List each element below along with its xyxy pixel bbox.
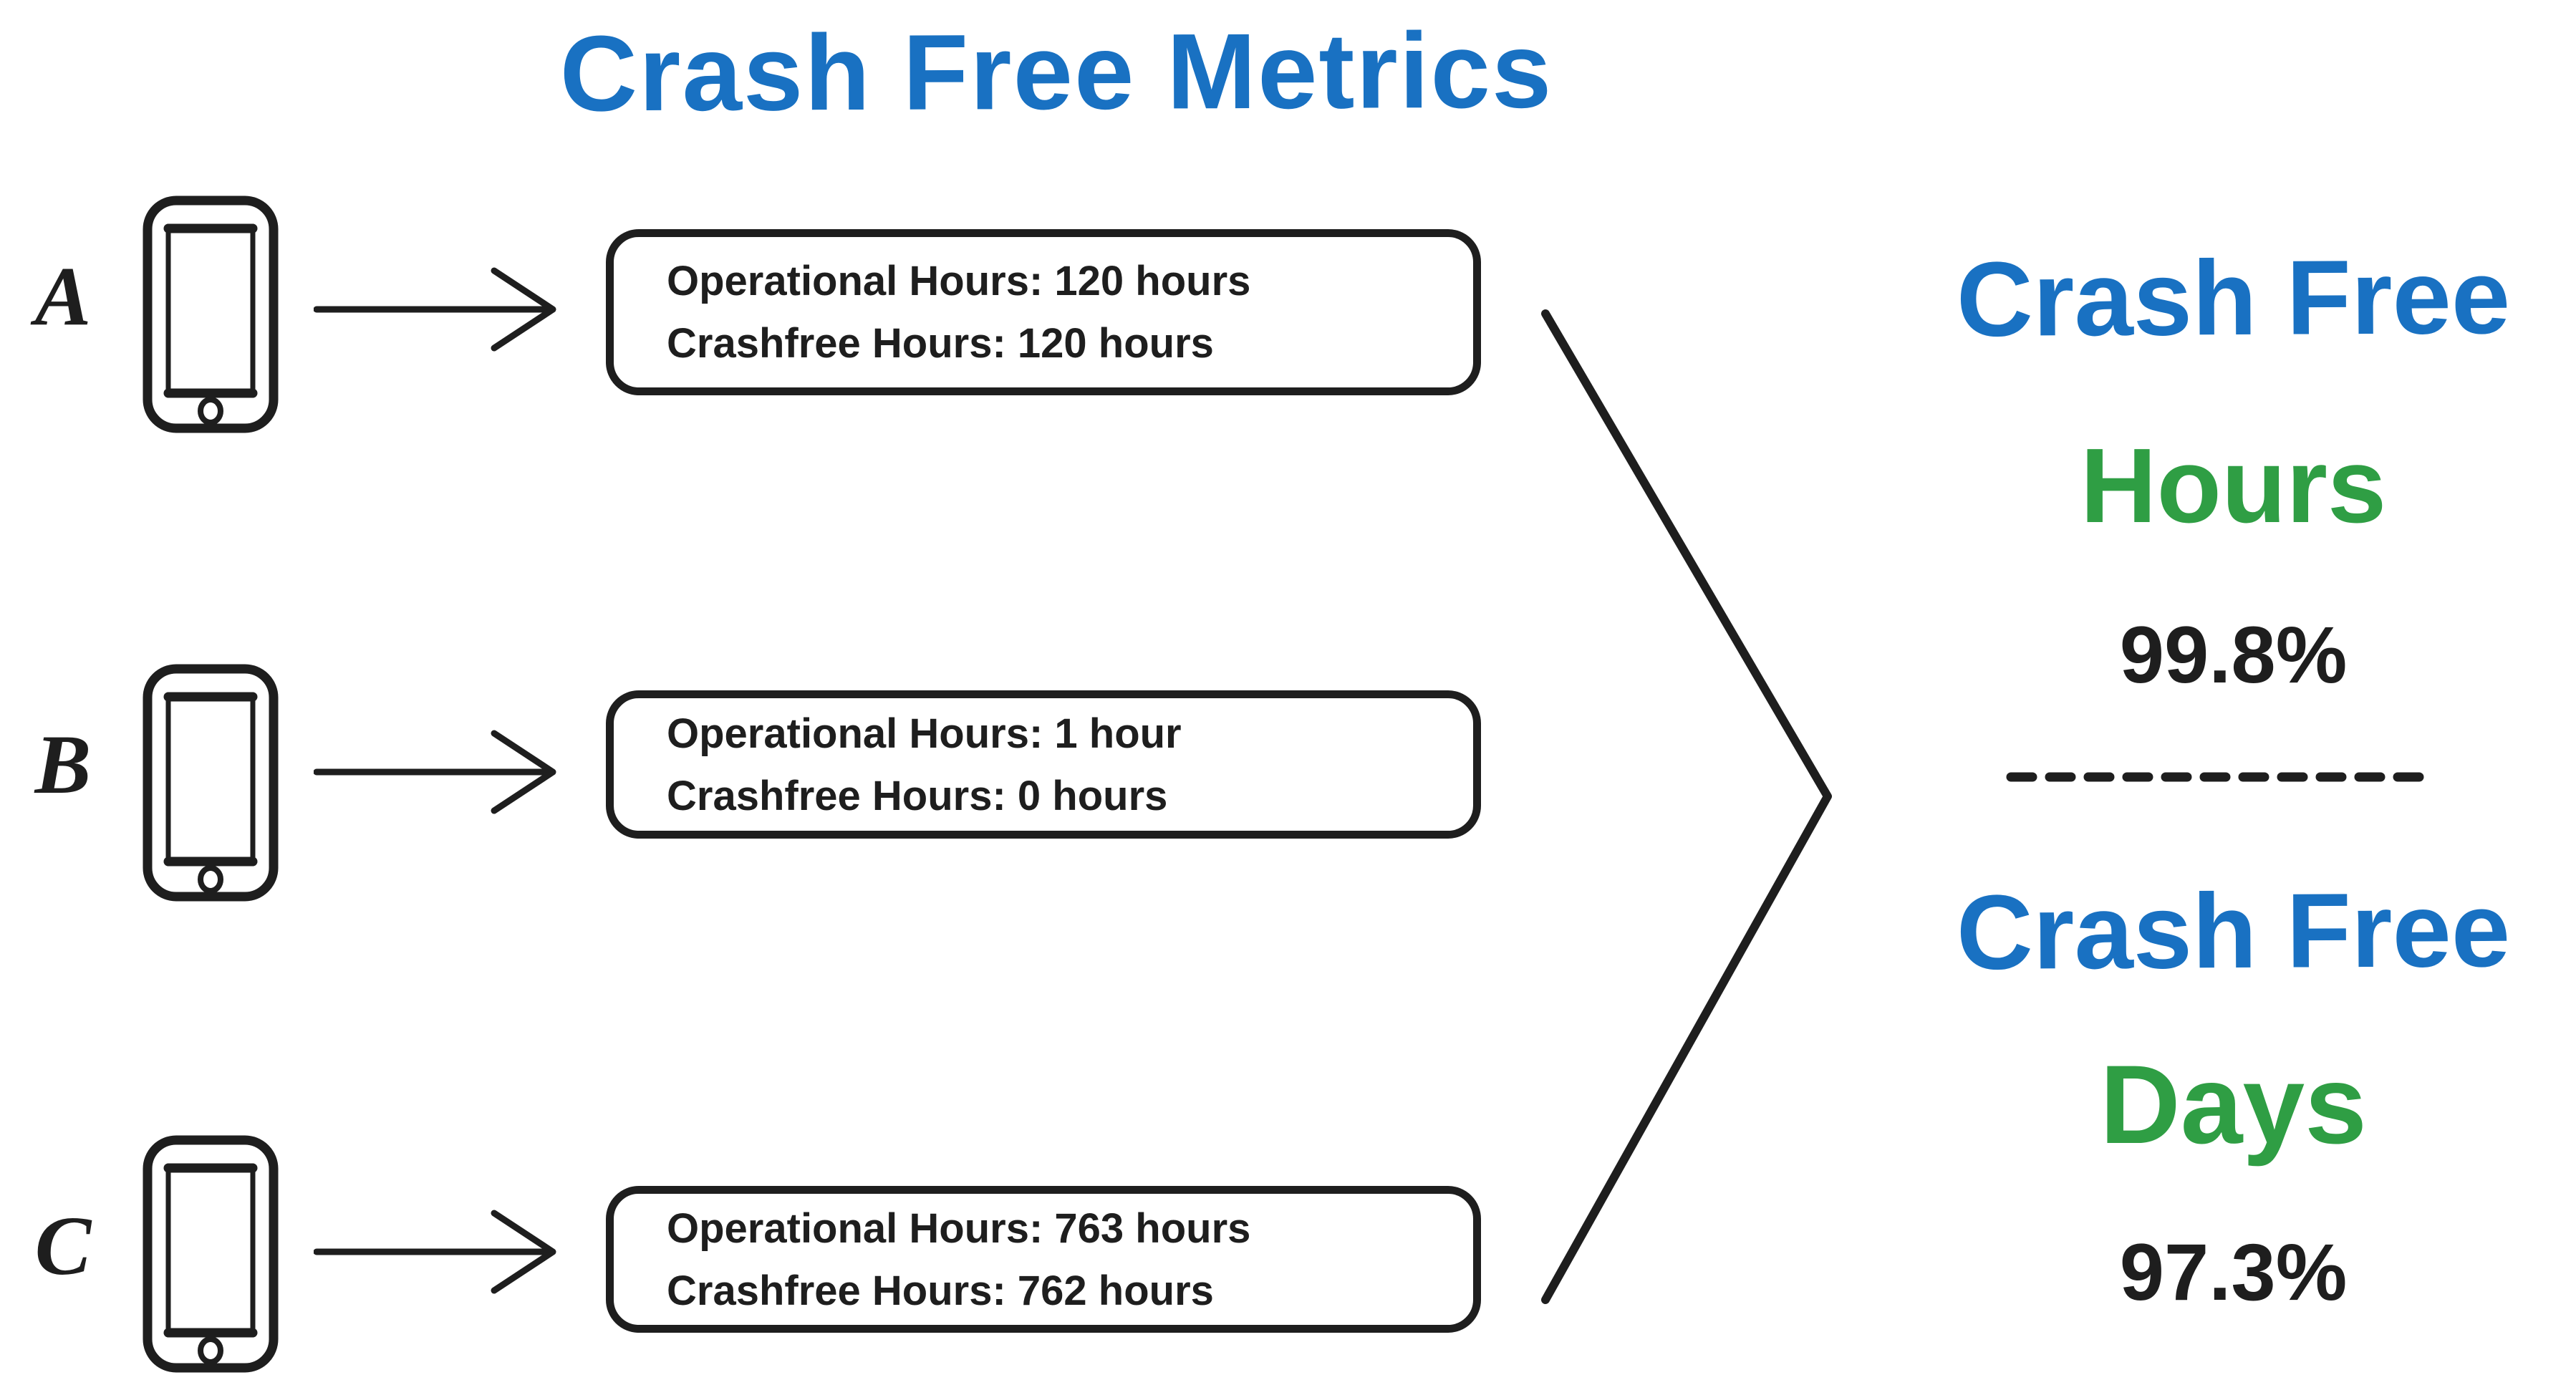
crash-free-days-unit: Days <box>2100 1043 2367 1167</box>
smartphone-icon <box>143 1135 279 1373</box>
operational-hours-text: Operational Hours: 120 hours <box>667 258 1251 304</box>
operational-hours-text: Operational Hours: 1 hour <box>667 710 1182 757</box>
metrics-box-b: Operational Hours: 1 hour Crashfree Hour… <box>606 690 1481 839</box>
arrow-right-icon <box>314 267 556 352</box>
chevron-merge-icon <box>1541 309 1832 1304</box>
crashfree-hours-text: Crashfree Hours: 0 hours <box>667 772 1168 819</box>
operational-hours-text: Operational Hours: 763 hours <box>667 1205 1251 1252</box>
crashfree-hours-text: Crashfree Hours: 120 hours <box>667 320 1214 367</box>
smartphone-icon <box>143 664 279 902</box>
device-label-a: A <box>34 249 92 343</box>
crash-free-hours-unit: Hours <box>2080 427 2387 545</box>
metrics-box-c: Operational Hours: 763 hours Crashfree H… <box>606 1186 1481 1333</box>
metrics-box-a: Operational Hours: 120 hours Crashfree H… <box>606 229 1481 395</box>
crash-free-hours-title: Crash Free <box>1956 237 2511 360</box>
crash-free-days-title: Crash Free <box>1956 870 2511 993</box>
device-label-c: C <box>34 1199 92 1293</box>
crash-free-days-value: 97.3% <box>2119 1227 2348 1317</box>
dashed-divider <box>2006 772 2424 782</box>
arrow-right-icon <box>314 730 556 814</box>
crashfree-hours-text: Crashfree Hours: 762 hours <box>667 1267 1214 1314</box>
device-label-b: B <box>34 718 92 811</box>
crash-free-hours-value: 99.8% <box>2119 610 2348 700</box>
arrow-right-icon <box>314 1210 556 1294</box>
smartphone-icon <box>143 196 279 433</box>
